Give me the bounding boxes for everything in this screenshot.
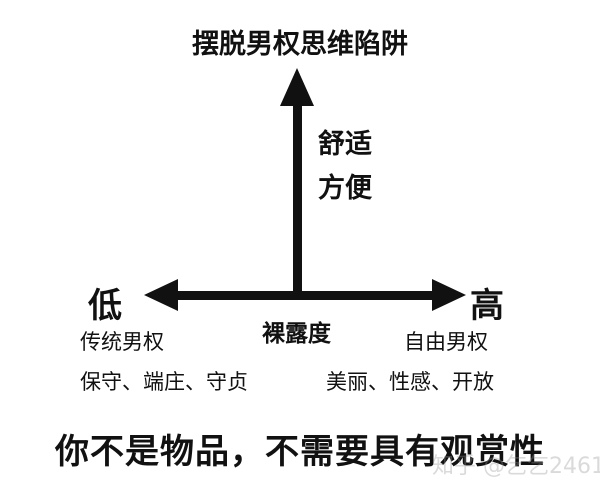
horizontal-axis-label: 裸露度 xyxy=(262,321,331,347)
up-arrowhead xyxy=(280,68,314,106)
left-arrowhead xyxy=(144,279,178,311)
right-arrowhead xyxy=(432,279,466,311)
vertical-axis-label-line1: 舒适 xyxy=(318,129,372,160)
low-end-label: 低 xyxy=(88,286,122,326)
high-end-title: 自由男权 xyxy=(404,330,488,354)
low-end-traits: 保守、端庄、守贞 xyxy=(80,370,248,394)
vertical-axis-line xyxy=(293,100,302,298)
vertical-axis-label-line2: 方便 xyxy=(318,173,372,204)
low-end-title: 传统男权 xyxy=(80,330,164,354)
watermark: 知乎 @乞乞24613 xyxy=(432,454,600,479)
bottom-statement: 你不是物品，不需要具有观赏性 xyxy=(55,432,545,472)
diagram-title: 摆脱男权思维陷阱 xyxy=(192,29,408,60)
high-end-traits: 美丽、性感、开放 xyxy=(326,370,494,394)
high-end-label: 高 xyxy=(470,286,504,326)
horizontal-axis-line xyxy=(172,291,442,300)
